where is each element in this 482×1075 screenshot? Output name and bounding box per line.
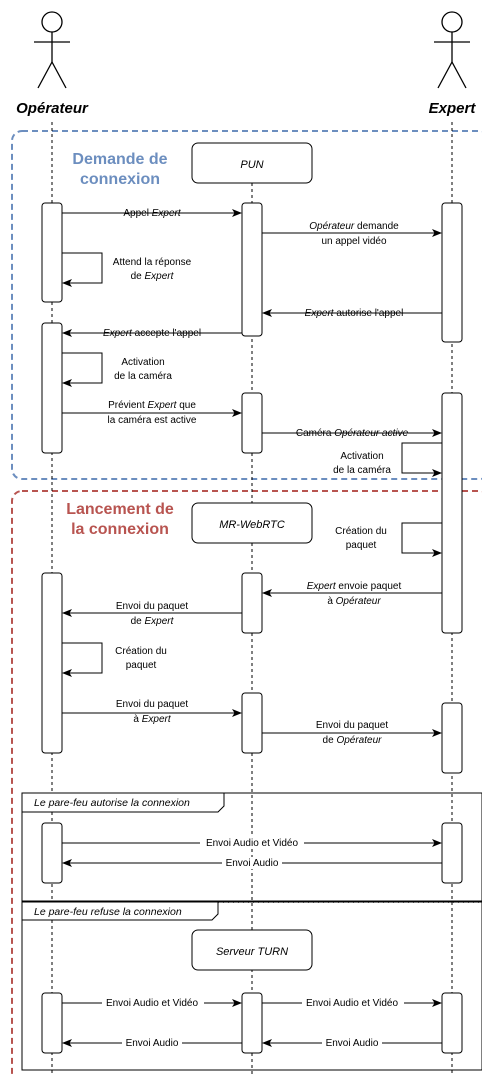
expert-actor-icon xyxy=(434,11,470,89)
activation-bar xyxy=(41,322,63,454)
message-labels: Appel Expert Opérateur demande un appel … xyxy=(103,208,409,746)
allow-fragment-tab xyxy=(21,792,225,813)
label-allow-audio: Envoi Audio xyxy=(226,858,279,869)
activation-bar xyxy=(41,992,63,1054)
turn-server-box xyxy=(191,929,313,971)
refuse-fragment-tab xyxy=(21,901,219,921)
activation-bar xyxy=(241,692,263,754)
label-creation-operator-l2: paquet xyxy=(126,660,157,671)
label-refuse-audio-1: Envoi Audio xyxy=(326,1038,379,1049)
pun-server-box xyxy=(191,142,313,184)
label-allow-audio-video: Envoi Audio et Vidéo xyxy=(206,838,299,849)
turn-server-label: Serveur TURN xyxy=(216,946,288,958)
launch-section-frame xyxy=(11,490,482,1075)
arrow-self-creation-expert xyxy=(401,522,442,557)
activation-bar xyxy=(241,392,263,454)
label-autorise: Expert autorise l'appel xyxy=(305,308,404,319)
label-activation-l2: de la caméra xyxy=(114,371,172,382)
activations xyxy=(41,202,463,1054)
refuse-fragment-label: Le pare-feu refuse la connexion xyxy=(34,906,182,918)
label-creation-expert-l1: Création du xyxy=(335,526,387,537)
activation-bar xyxy=(441,702,463,774)
label-refuse-audio-2: Envoi Audio xyxy=(126,1038,179,1049)
request-section-title: Demande de xyxy=(72,151,167,168)
label-activation-expert-l1: Activation xyxy=(340,451,383,462)
activation-bar xyxy=(41,822,63,884)
label-appel-expert: Appel Expert xyxy=(123,208,181,219)
label-demande-l1: Opérateur demande xyxy=(309,221,399,232)
label-envoie-paquet-l2: à Opérateur xyxy=(327,596,381,607)
label-paquet-a-expert-l1: Envoi du paquet xyxy=(116,699,189,710)
label-paquet-de-operateur-l1: Envoi du paquet xyxy=(316,720,389,731)
pun-server-label: PUN xyxy=(240,159,263,171)
arrow-self-activation xyxy=(62,352,103,387)
label-previent-l2: la caméra est active xyxy=(108,415,197,426)
label-paquet-de-operateur-l2: de Opérateur xyxy=(323,735,383,746)
label-attend-l1: Attend la réponse xyxy=(113,257,192,268)
operator-actor-label: Opérateur xyxy=(16,100,89,117)
label-creation-expert-l2: paquet xyxy=(346,540,377,551)
operator-actor-icon xyxy=(34,11,70,89)
request-section-frame xyxy=(11,130,482,480)
activation-bar xyxy=(441,822,463,884)
allow-fragment-label: Le pare-feu autorise la connexion xyxy=(34,797,190,809)
launch-section-title: Lancement de xyxy=(66,501,174,518)
arrow-self-activation-expert xyxy=(401,442,442,477)
activation-bar xyxy=(241,202,263,337)
arrow-self-attend xyxy=(62,252,103,287)
webrtc-server-label: MR-WebRTC xyxy=(219,519,285,531)
request-section-title-2: connexion xyxy=(80,171,160,188)
label-creation-operator-l1: Création du xyxy=(115,646,167,657)
label-paquet-de-expert-l1: Envoi du paquet xyxy=(116,601,189,612)
label-demande-l2: un appel vidéo xyxy=(321,236,386,247)
label-attend-l2: de Expert xyxy=(131,271,175,282)
label-envoie-paquet-l1: Expert envoie paquet xyxy=(307,581,402,592)
label-previent-l1: Prévient Expert que xyxy=(108,400,196,411)
label-activation-l1: Activation xyxy=(121,357,164,368)
activation-bar xyxy=(41,202,63,303)
activation-bar xyxy=(41,572,63,754)
label-paquet-de-expert-l2: de Expert xyxy=(131,616,175,627)
inline-labels: Envoi Audio et Vidéo Envoi Audio Envoi A… xyxy=(102,837,404,1049)
label-accepte: Expert accepte l'appel xyxy=(103,328,201,339)
label-paquet-a-expert-l2: à Expert xyxy=(133,714,171,725)
launch-section-title-2: la connexion xyxy=(71,521,169,538)
allow-fragment-frame xyxy=(21,792,482,902)
label-refuse-av-1: Envoi Audio et Vidéo xyxy=(106,998,199,1009)
arrow-self-creation-operator xyxy=(62,642,103,677)
activation-bar xyxy=(441,992,463,1054)
label-camera-active: Caméra Opérateur active xyxy=(296,428,409,439)
label-refuse-av-2: Envoi Audio et Vidéo xyxy=(306,998,399,1009)
activation-bar xyxy=(241,992,263,1054)
activation-bar xyxy=(441,202,463,343)
webrtc-server-box xyxy=(191,502,313,544)
label-activation-expert-l2: de la caméra xyxy=(333,465,391,476)
refuse-fragment-frame xyxy=(21,901,482,1071)
expert-actor-label: Expert xyxy=(429,100,477,117)
activation-bar xyxy=(241,572,263,634)
activation-bar xyxy=(441,392,463,634)
